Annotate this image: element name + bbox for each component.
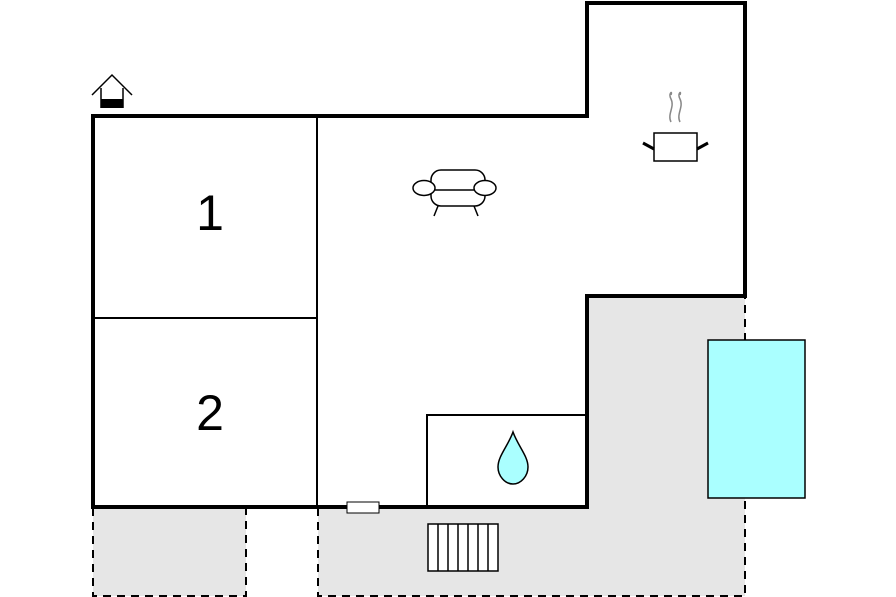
sofa-icon (412, 169, 497, 217)
room-2-label: 2 (196, 385, 224, 441)
house-interior (93, 3, 745, 507)
stairs-icon (427, 523, 499, 572)
house-entrance-icon (91, 73, 133, 108)
water-drop-icon (497, 429, 529, 485)
room-1-label: 1 (196, 185, 224, 241)
window-icon (346, 501, 380, 514)
interior-walls (93, 116, 587, 507)
exterior-walls (91, 1, 747, 509)
terrace-left-outline (92, 508, 247, 597)
terrace-right (318, 296, 745, 596)
terrace-left (93, 508, 246, 596)
wall-bathroom (426, 414, 587, 507)
cooking-pot-icon (642, 91, 709, 162)
pool (707, 339, 806, 499)
